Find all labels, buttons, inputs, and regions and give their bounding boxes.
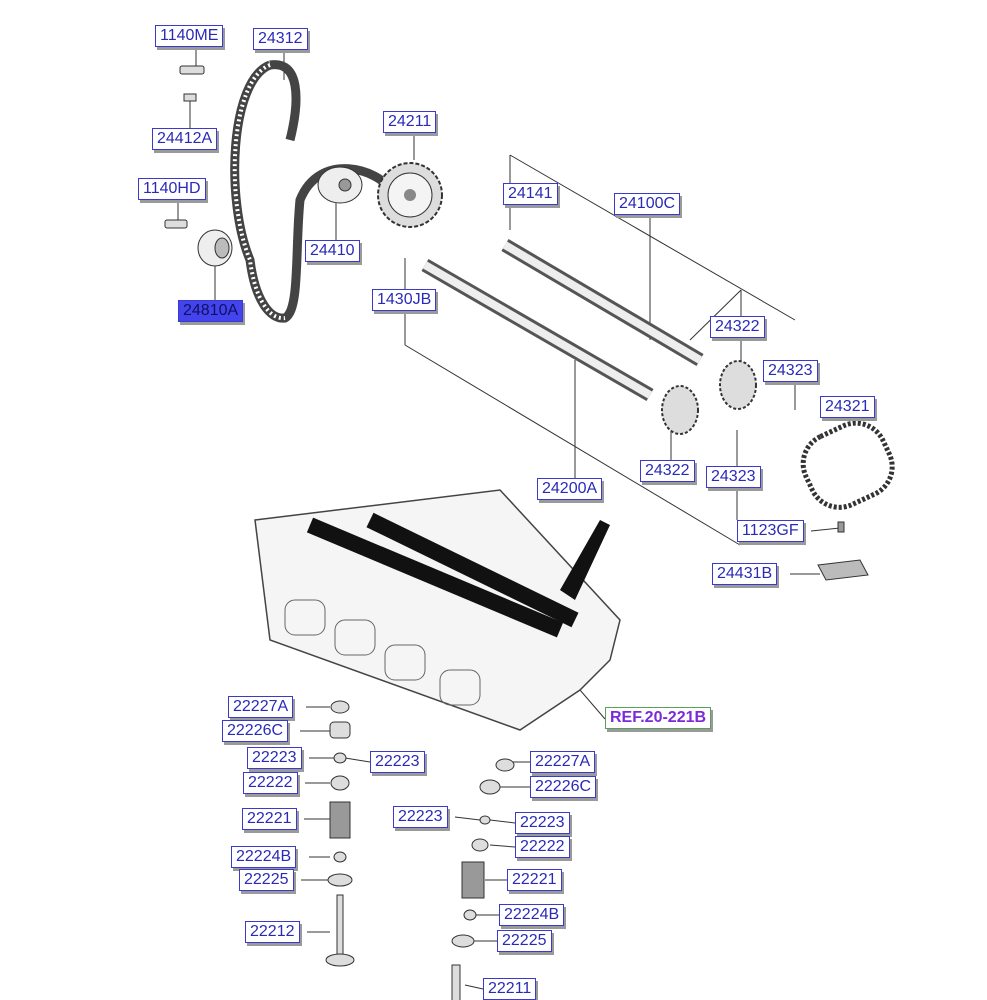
part-label-22224B[interactable]: 22224B bbox=[231, 846, 297, 868]
part-label-24211[interactable]: 24211 bbox=[383, 111, 437, 133]
part-label-22211[interactable]: 22211 bbox=[483, 978, 537, 1000]
part-label-22227A-exhaust[interactable]: 22227A bbox=[530, 751, 596, 773]
part-label-24412A[interactable]: 24412A bbox=[152, 128, 218, 150]
part-label-24141[interactable]: 24141 bbox=[503, 183, 558, 205]
part-label-1430JB[interactable]: 1430JB bbox=[372, 289, 437, 311]
part-label-24431B[interactable]: 24431B bbox=[712, 563, 778, 585]
part-label-24410[interactable]: 24410 bbox=[305, 240, 360, 262]
part-label-24322[interactable]: 24322 bbox=[710, 316, 765, 338]
part-label-1140ME[interactable]: 1140ME bbox=[155, 25, 224, 47]
part-label-24100C[interactable]: 24100C bbox=[614, 193, 681, 215]
part-label-22222-exhaust[interactable]: 22222 bbox=[515, 836, 570, 858]
part-label-22224B-exhaust[interactable]: 22224B bbox=[499, 904, 565, 926]
part-label-22225-exhaust[interactable]: 22225 bbox=[497, 930, 552, 952]
part-label-22221-exhaust[interactable]: 22221 bbox=[507, 869, 562, 891]
part-label-24323[interactable]: 24323 bbox=[763, 360, 818, 382]
part-label-22223-exhaust-left[interactable]: 22223 bbox=[393, 806, 448, 828]
part-label-24322-lower[interactable]: 24322 bbox=[640, 460, 695, 482]
part-label-24323-lower[interactable]: 24323 bbox=[706, 466, 761, 488]
part-label-22226C[interactable]: 22226C bbox=[222, 720, 289, 742]
part-label-22212[interactable]: 22212 bbox=[245, 921, 300, 943]
part-label-24810A-highlighted[interactable]: 24810A bbox=[178, 300, 244, 322]
part-label-22223-exhaust-right[interactable]: 22223 bbox=[515, 812, 570, 834]
part-label-24200A[interactable]: 24200A bbox=[537, 478, 603, 500]
part-label-1123GF[interactable]: 1123GF bbox=[737, 520, 804, 542]
part-label-24321[interactable]: 24321 bbox=[820, 396, 875, 418]
part-label-22225[interactable]: 22225 bbox=[239, 869, 294, 891]
part-label-22223-right[interactable]: 22223 bbox=[370, 751, 425, 773]
part-label-22226C-exhaust[interactable]: 22226C bbox=[530, 776, 597, 798]
part-label-22222[interactable]: 22222 bbox=[243, 772, 298, 794]
part-label-22221[interactable]: 22221 bbox=[242, 808, 297, 830]
reference-link-20-221B[interactable]: REF.20-221B bbox=[605, 707, 712, 729]
part-label-22227A[interactable]: 22227A bbox=[228, 696, 294, 718]
part-label-1140HD[interactable]: 1140HD bbox=[138, 178, 206, 200]
part-label-24312[interactable]: 24312 bbox=[253, 28, 308, 50]
part-label-22223[interactable]: 22223 bbox=[247, 747, 302, 769]
